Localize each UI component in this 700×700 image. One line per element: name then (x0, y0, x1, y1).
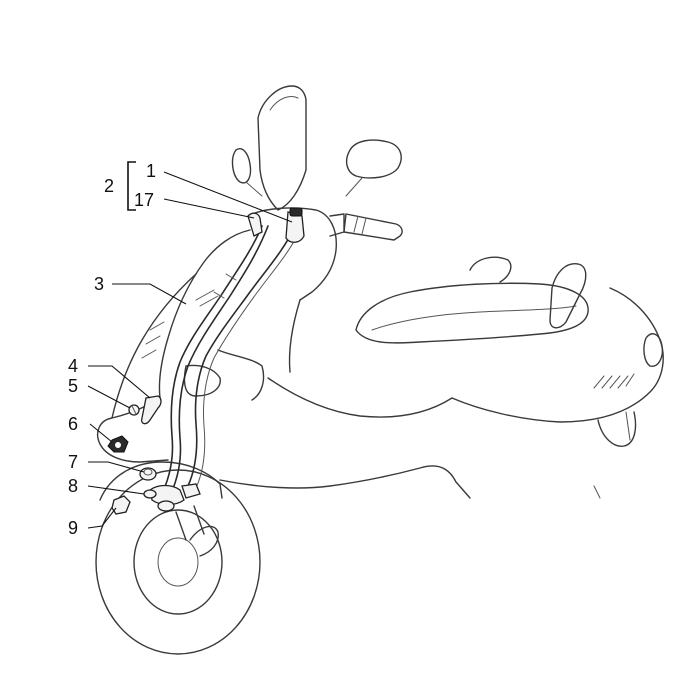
grommet-7 (139, 467, 157, 481)
cable-sheath-3 (161, 225, 263, 495)
leader-3 (112, 283, 187, 305)
callout-5: 5 (68, 376, 78, 396)
leader-7 (88, 461, 145, 473)
leader-9 (87, 507, 117, 529)
leader-4 (88, 365, 151, 399)
bracket-9 (111, 495, 131, 515)
callout-8: 8 (68, 476, 78, 496)
group-bracket-2 (127, 161, 136, 211)
front-fender (99, 461, 223, 501)
cable-head-17 (247, 212, 263, 237)
leader-1 (163, 171, 293, 223)
callout-17: 17 (134, 190, 154, 210)
seat (355, 282, 589, 344)
callout-4: 4 (68, 356, 78, 376)
callout-7: 7 (68, 452, 78, 472)
hardware-parts (107, 395, 162, 515)
floorboard (267, 377, 453, 418)
leader-6 (89, 423, 113, 443)
scooter-body-outline (95, 85, 664, 655)
callout-3: 3 (94, 274, 104, 294)
callout-labels: 2 1 17 3 4 5 6 7 8 9 (68, 161, 156, 538)
callout-2: 2 (104, 176, 114, 196)
side-vents (593, 373, 635, 389)
clip-4 (140, 395, 162, 425)
washer-8 (143, 489, 157, 499)
leader-5 (87, 385, 131, 409)
callout-1: 1 (146, 161, 156, 181)
leader-lines (87, 171, 293, 529)
rear-body (451, 287, 664, 423)
lower-fitting (149, 484, 185, 506)
grab-rail (549, 263, 587, 329)
callout-6: 6 (68, 414, 78, 434)
leader-17 (163, 198, 255, 219)
left-mirror (231, 148, 252, 184)
front-cowl (251, 207, 337, 301)
inner-cable-1 (187, 227, 295, 487)
leader-8 (87, 485, 145, 495)
speedometer-cable-assembly (149, 207, 305, 512)
right-mirror (345, 139, 402, 179)
cable-head-1 (285, 211, 305, 243)
right-grip (343, 213, 403, 241)
callout-9: 9 (68, 518, 78, 538)
rear-wheel (597, 411, 637, 447)
windscreen (257, 85, 307, 211)
